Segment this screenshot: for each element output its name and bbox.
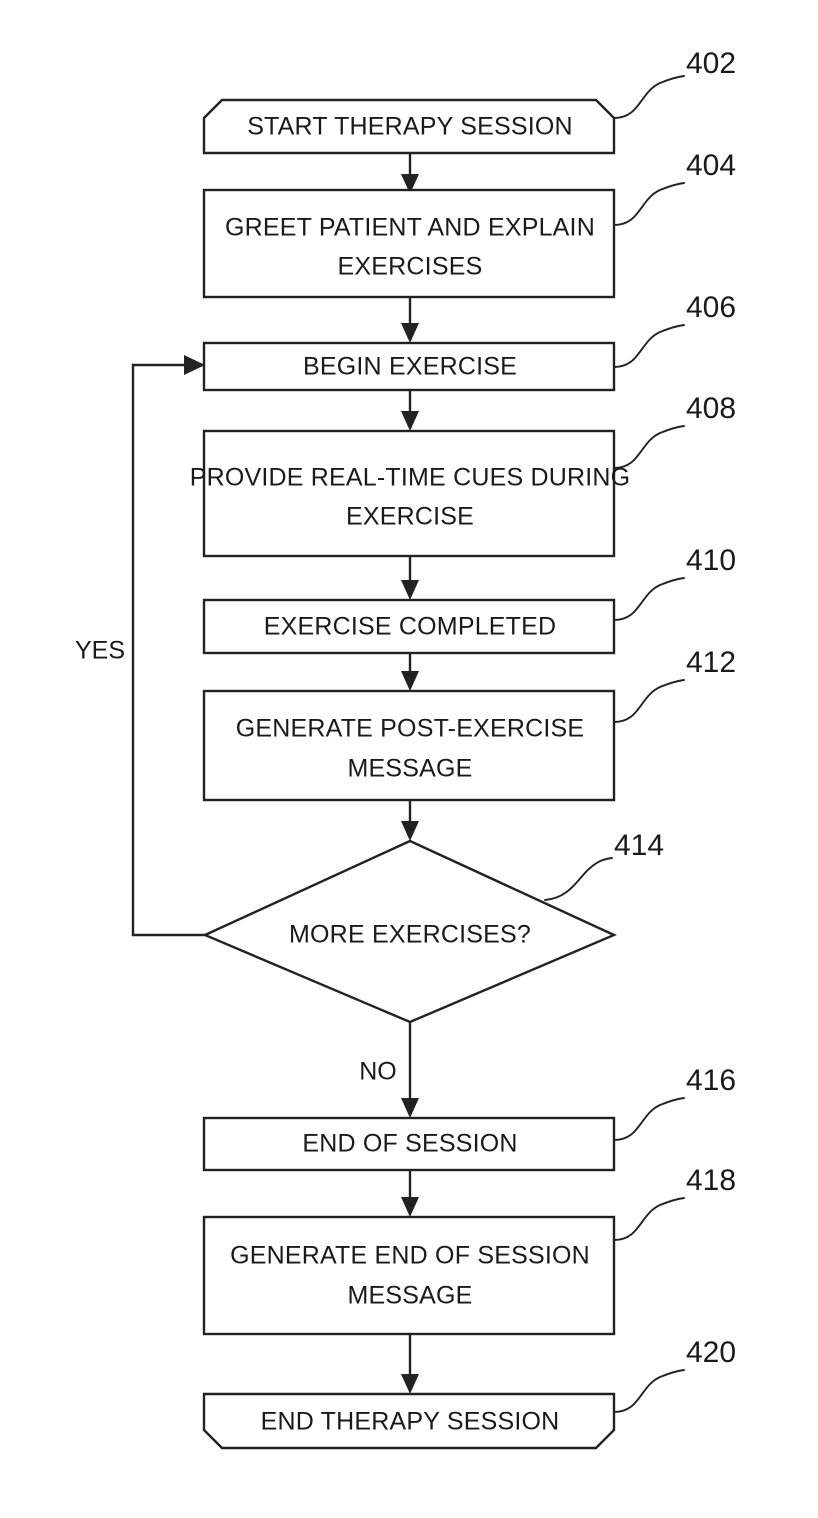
generate-end-of-session-message-label-line1: GENERATE END OF SESSION xyxy=(230,1242,590,1270)
end-therapy-session-shape xyxy=(202,1392,616,1450)
node-generate-end-of-session-message[interactable]: GENERATE END OF SESSION MESSAGE xyxy=(202,1215,616,1336)
leader-line-404 xyxy=(613,182,685,226)
connector-no-to-end-of-session xyxy=(401,1022,419,1118)
arrow-head-icon xyxy=(401,323,419,343)
reference-numeral-402: 402 xyxy=(686,47,736,80)
node-end-of-session[interactable]: END OF SESSION xyxy=(202,1116,616,1172)
reference-numeral-408: 408 xyxy=(686,392,736,425)
reference-numeral-412: 412 xyxy=(686,646,736,679)
generate-end-of-session-message-label-line2: MESSAGE xyxy=(347,1282,472,1310)
connector-begin-to-cues xyxy=(401,390,419,431)
start-therapy-session-shape xyxy=(202,98,616,155)
node-greet-patient[interactable]: GREET PATIENT AND EXPLAIN EXERCISES xyxy=(202,188,616,299)
reference-numeral-410: 410 xyxy=(686,544,736,577)
connector-start-to-greet xyxy=(401,153,419,194)
generate-end-of-session-message-shape xyxy=(202,1215,616,1336)
greet-patient-shape xyxy=(202,188,616,299)
arrow-head-icon xyxy=(184,355,205,375)
arrow-head-icon xyxy=(401,1197,419,1217)
connector-cues-to-completed xyxy=(401,556,419,600)
arrow-head-icon xyxy=(401,1098,419,1118)
reference-numeral-420: 420 xyxy=(686,1336,736,1369)
edge-label-no: NO xyxy=(359,1058,397,1086)
reference-numeral-406: 406 xyxy=(686,291,736,324)
greet-patient-label-line1: GREET PATIENT AND EXPLAIN xyxy=(225,214,595,242)
more-exercises-decision-shape xyxy=(202,839,617,1024)
arrow-head-icon xyxy=(401,411,419,431)
node-more-exercises-decision[interactable]: MORE EXERCISES? xyxy=(202,839,617,1024)
edge-label-yes: YES xyxy=(75,637,125,665)
connector-completed-to-post xyxy=(401,653,419,691)
leader-line-402 xyxy=(613,75,685,119)
leader-line-406 xyxy=(613,324,685,368)
exercise-completed-shape xyxy=(202,598,616,655)
arrow-head-icon xyxy=(401,671,419,691)
end-of-session-shape xyxy=(202,1116,616,1172)
arrow-head-icon xyxy=(401,1374,419,1394)
end-of-session-label: END OF SESSION xyxy=(302,1130,517,1158)
reference-numeral-414: 414 xyxy=(614,829,664,862)
reference-numeral-416: 416 xyxy=(686,1064,736,1097)
exercise-completed-label: EXERCISE COMPLETED xyxy=(264,613,557,641)
connector-message-to-end-therapy xyxy=(401,1334,419,1394)
connector-greet-to-begin xyxy=(401,297,419,343)
generate-post-exercise-message-shape xyxy=(202,689,616,802)
leader-line-414 xyxy=(544,857,613,901)
node-start-therapy-session[interactable]: START THERAPY SESSION xyxy=(202,98,616,155)
provide-real-time-cues-shape xyxy=(202,429,616,558)
node-generate-post-exercise-message[interactable]: GENERATE POST-EXERCISE MESSAGE xyxy=(202,689,616,802)
node-begin-exercise[interactable]: BEGIN EXERCISE xyxy=(202,341,616,392)
end-therapy-session-label: END THERAPY SESSION xyxy=(261,1408,560,1436)
arrow-head-icon xyxy=(401,580,419,600)
connector-yes-feedback-loop xyxy=(131,355,205,937)
connector-end-of-session-to-message xyxy=(401,1170,419,1217)
connector-post-to-decision xyxy=(401,800,419,841)
arrow-head-icon xyxy=(401,174,419,194)
more-exercises-decision-label: MORE EXERCISES? xyxy=(289,921,531,949)
begin-exercise-label: BEGIN EXERCISE xyxy=(303,353,517,381)
leader-line-412 xyxy=(613,679,685,723)
generate-post-exercise-message-label-line2: MESSAGE xyxy=(347,755,472,783)
reference-numeral-418: 418 xyxy=(686,1164,736,1197)
start-therapy-session-label: START THERAPY SESSION xyxy=(247,113,573,141)
leader-line-408 xyxy=(613,425,685,469)
node-exercise-completed[interactable]: EXERCISE COMPLETED xyxy=(202,598,616,655)
node-end-therapy-session[interactable]: END THERAPY SESSION xyxy=(202,1392,616,1450)
leader-line-418 xyxy=(613,1197,685,1241)
provide-real-time-cues-label-line1: PROVIDE REAL-TIME CUES DURING xyxy=(190,464,631,492)
provide-real-time-cues-label-line2: EXERCISE xyxy=(346,503,474,531)
leader-line-420 xyxy=(613,1369,685,1413)
greet-patient-label-line2: EXERCISES xyxy=(338,253,483,281)
node-provide-real-time-cues[interactable]: PROVIDE REAL-TIME CUES DURING EXERCISE xyxy=(190,429,631,558)
begin-exercise-shape xyxy=(202,341,616,392)
arrow-head-icon xyxy=(401,821,419,841)
leader-line-416 xyxy=(613,1097,685,1141)
leader-line-410 xyxy=(613,577,685,621)
reference-numeral-404: 404 xyxy=(686,149,736,182)
generate-post-exercise-message-label-line1: GENERATE POST-EXERCISE xyxy=(236,715,584,743)
